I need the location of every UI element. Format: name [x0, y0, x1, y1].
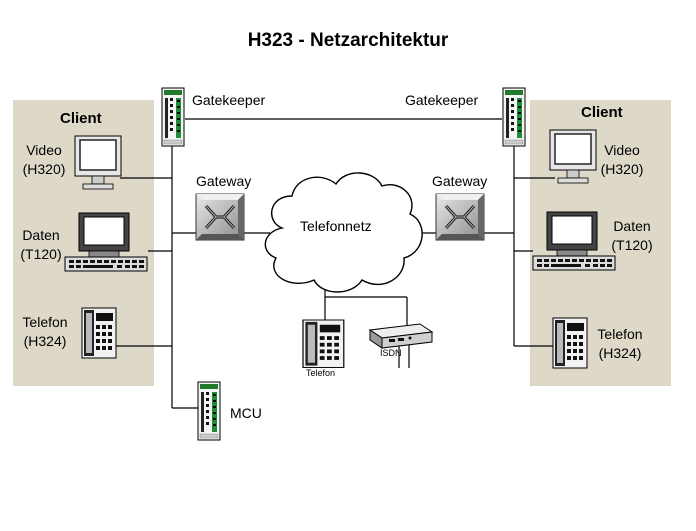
gatekeeper-left-label: Gatekeeper: [192, 92, 266, 108]
cloud-label: Telefonnetz: [300, 218, 372, 234]
left-telefon-label: Telefon (H324): [16, 313, 74, 351]
isdn-label: ISDN: [380, 348, 402, 358]
right-video-name: Video: [604, 142, 640, 158]
gateway-right-label: Gateway: [432, 173, 488, 189]
telefonnetz-cloud: [264, 172, 423, 293]
right-video-label: Video (H320): [596, 141, 648, 179]
right-telefon-icon: [552, 317, 588, 369]
left-telefon-std: (H324): [23, 333, 67, 349]
right-daten-label: Daten (T120): [606, 217, 658, 255]
right-client-title: Client: [581, 104, 623, 121]
mcu-label: MCU: [230, 405, 262, 421]
left-video-name: Video: [26, 142, 62, 158]
right-pc-icon: [532, 211, 616, 271]
gateway-left-label: Gateway: [196, 173, 252, 189]
left-video-monitor-icon: [74, 135, 122, 190]
right-video-monitor-icon: [549, 129, 597, 184]
left-pc-icon: [64, 212, 148, 272]
left-daten-std: (T120): [20, 246, 62, 262]
left-telefon-name: Telefon: [22, 314, 68, 330]
right-telefon-name: Telefon: [597, 326, 643, 342]
gatekeeper-left-device: [161, 87, 185, 147]
right-daten-std: (T120): [611, 237, 653, 253]
gateway-right-device: [434, 192, 486, 242]
right-telefon-std: (H324): [598, 345, 642, 361]
telefon-small-label: Telefon: [306, 368, 336, 378]
left-client-title: Client: [60, 110, 102, 127]
left-telefon-icon: [81, 307, 117, 359]
mcu-device: [197, 381, 221, 441]
left-video-label: Video (H320): [18, 141, 70, 179]
telefon-small-icon: [302, 319, 345, 369]
right-telefon-label: Telefon (H324): [591, 325, 649, 363]
left-daten-name: Daten: [22, 227, 60, 243]
gateway-left-device: [194, 192, 246, 242]
right-video-std: (H320): [600, 161, 644, 177]
gatekeeper-right-label: Gatekeeper: [405, 92, 479, 108]
right-daten-name: Daten: [613, 218, 651, 234]
left-video-std: (H320): [22, 161, 66, 177]
left-daten-label: Daten (T120): [15, 226, 67, 264]
gatekeeper-right-device: [502, 87, 526, 147]
isdn-device-icon: [368, 323, 434, 349]
connection-lines: [112, 118, 555, 409]
diagram-title: H323 - Netzarchitektur: [247, 30, 449, 51]
